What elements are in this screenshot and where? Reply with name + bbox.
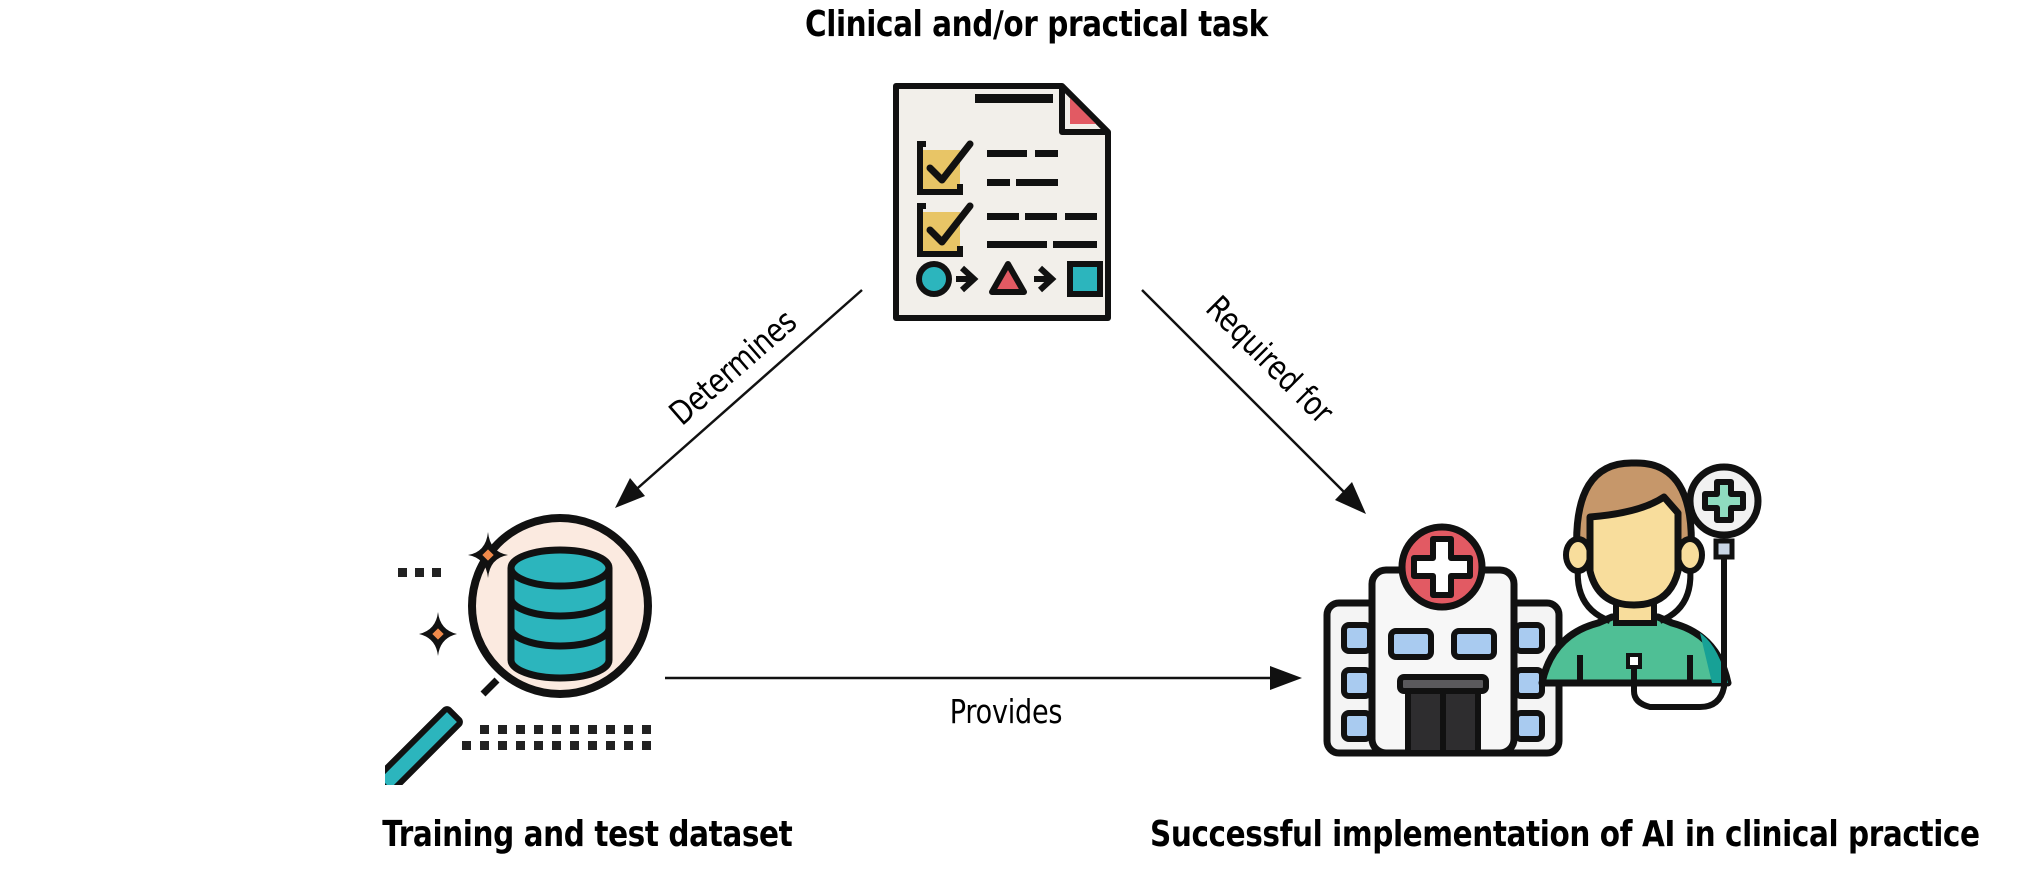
database-magnifier-icon (385, 514, 652, 785)
edge-label-provides: Provides (949, 692, 1063, 731)
task-label: Clinical and/or practical task (805, 4, 1268, 45)
arrowhead (1270, 666, 1302, 690)
arrowhead (1335, 482, 1366, 514)
arrow-required-for (1141, 289, 1366, 514)
dots-decoration (398, 568, 651, 750)
dataset-label: Training and test dataset (382, 814, 793, 855)
arrowhead (615, 478, 645, 508)
arrow-determines (615, 289, 863, 508)
checklist-icon (893, 83, 1111, 321)
arrow-provides (665, 666, 1302, 690)
implementation-label: Successful implementation of AI in clini… (1150, 814, 1980, 855)
hospital-doctor-icon (1323, 459, 1762, 757)
